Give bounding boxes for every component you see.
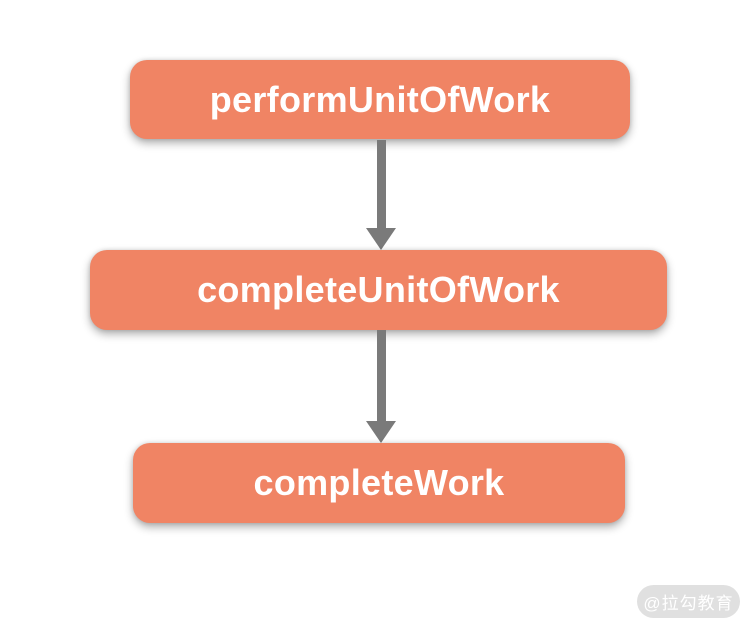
arrow-shaft: [376, 140, 386, 228]
flow-node-completework: completeWork: [133, 443, 625, 523]
flow-node-completeunitofwork: completeUnitOfWork: [90, 250, 667, 330]
flow-node-performunitofwork: performUnitOfWork: [130, 60, 630, 139]
watermark-badge: @拉勾教育: [637, 585, 740, 618]
arrow-head-down-icon: [366, 228, 396, 250]
arrow-head-down-icon: [366, 421, 396, 443]
arrow-shaft: [376, 330, 386, 421]
node-label-performunitofwork: performUnitOfWork: [209, 78, 551, 120]
node-label-completeunitofwork: completeUnitOfWork: [197, 269, 560, 310]
node-label-completework: completeWork: [253, 462, 505, 503]
arrow-down-1: [366, 140, 396, 250]
arrow-down-2: [366, 330, 396, 443]
watermark-label: @拉勾教育: [643, 594, 734, 613]
